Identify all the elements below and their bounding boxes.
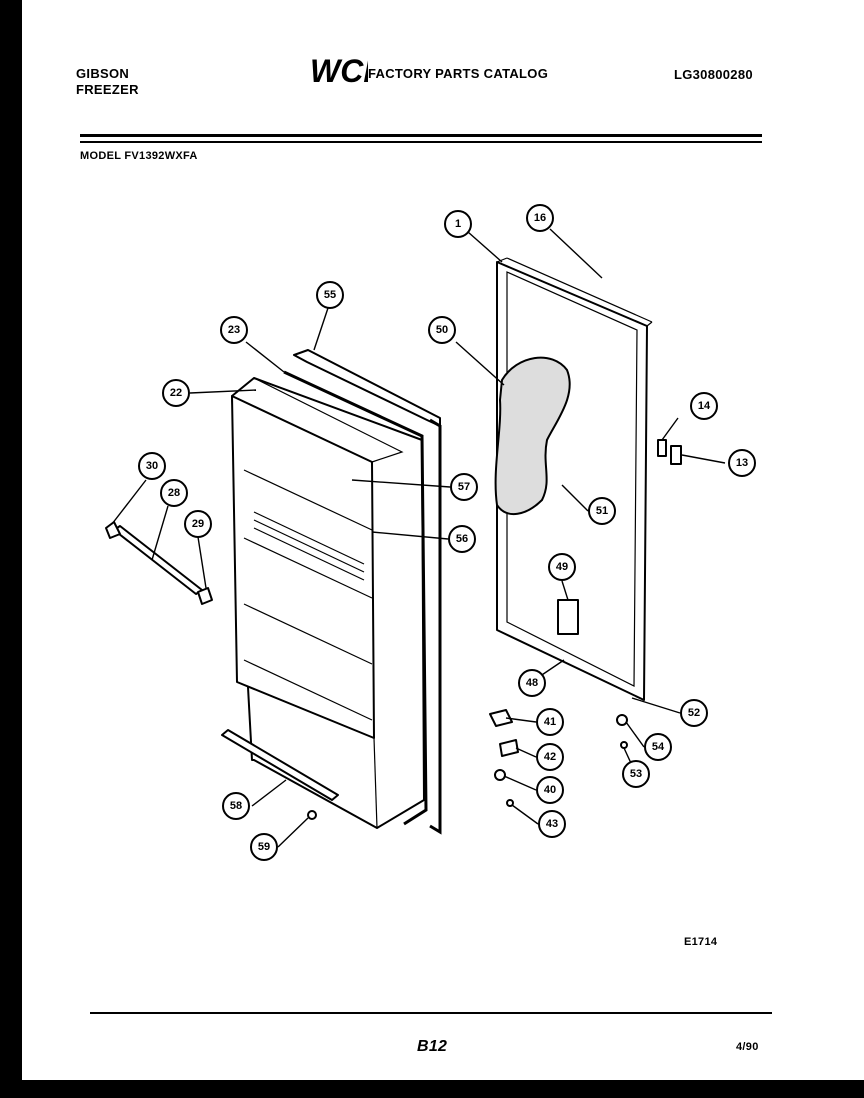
callout-56: 56 — [448, 525, 476, 553]
svg-text:28: 28 — [168, 487, 180, 499]
svg-text:40: 40 — [544, 784, 556, 796]
shelf-bracket-right — [197, 587, 213, 605]
parts-catalog-page: GIBSON FREEZER WCI FACTORY PARTS CATALOG… — [22, 0, 864, 1080]
callout-16: 16 — [526, 204, 554, 232]
callout-51: 51 — [588, 497, 616, 525]
svg-text:50: 50 — [436, 324, 448, 336]
callout-28: 28 — [160, 479, 188, 507]
shelf-bar — [113, 525, 203, 595]
handle-cap — [670, 445, 682, 465]
door-gasket — [283, 370, 428, 826]
handle-part — [657, 439, 667, 457]
footer-rule — [90, 1012, 772, 1014]
hinge-part-41 — [489, 709, 513, 727]
callout-52: 52 — [680, 699, 708, 727]
callout-59: 59 — [250, 833, 278, 861]
svg-text:13: 13 — [736, 457, 748, 469]
svg-text:30: 30 — [146, 460, 158, 472]
svg-text:53: 53 — [630, 768, 642, 780]
header-rule-top — [80, 134, 762, 137]
bushing-part-54 — [616, 714, 628, 726]
callout-23: 23 — [220, 316, 248, 344]
model-label: MODEL FV1392WXFA — [80, 150, 198, 162]
hinge-part-40 — [494, 769, 506, 781]
screw-part-53 — [620, 741, 628, 749]
logo-text: WCI — [310, 54, 368, 86]
callout-57: 57 — [450, 473, 478, 501]
callout-13: 13 — [728, 449, 756, 477]
figure-code: E1714 — [684, 936, 718, 948]
svg-text:56: 56 — [456, 533, 468, 545]
leader-lines — [111, 228, 726, 848]
bottom-trim-strip — [221, 729, 339, 801]
callout-29: 29 — [184, 510, 212, 538]
svg-text:23: 23 — [228, 324, 240, 336]
callout-50: 50 — [428, 316, 456, 344]
svg-text:49: 49 — [556, 561, 568, 573]
svg-text:48: 48 — [526, 677, 538, 689]
svg-text:58: 58 — [230, 800, 242, 812]
screw-part-59 — [307, 810, 317, 820]
svg-text:14: 14 — [698, 400, 711, 412]
svg-text:16: 16 — [534, 212, 546, 224]
callout-14: 14 — [690, 392, 718, 420]
hinge-part-42 — [499, 739, 519, 757]
svg-text:51: 51 — [596, 505, 608, 517]
page-number: B12 — [417, 1038, 448, 1055]
foam-insulation — [494, 356, 571, 515]
svg-text:42: 42 — [544, 751, 556, 763]
exploded-parts-diagram: 1 16 55 23 50 22 14 13 30 28 29 57 51 56… — [105, 204, 756, 861]
svg-text:41: 41 — [544, 716, 556, 728]
date-code: 4/90 — [736, 1041, 759, 1053]
svg-text:55: 55 — [324, 289, 336, 301]
brand-line-2: FREEZER — [76, 82, 139, 97]
brand-line-1: GIBSON — [76, 66, 130, 81]
screw-part-43 — [506, 799, 514, 807]
svg-text:1: 1 — [455, 218, 461, 230]
bracket-part-49 — [557, 599, 579, 635]
side-trim-strip — [429, 418, 442, 835]
callout-58: 58 — [222, 792, 250, 820]
catalog-reference: LG30800280 — [674, 67, 753, 82]
callout-48: 48 — [518, 669, 546, 697]
callout-40: 40 — [536, 776, 564, 804]
svg-text:29: 29 — [192, 518, 204, 530]
shelf-bracket-left — [105, 521, 121, 539]
callout-53: 53 — [622, 760, 650, 788]
callout-22: 22 — [162, 379, 190, 407]
svg-text:43: 43 — [546, 818, 558, 830]
callout-49: 49 — [548, 553, 576, 581]
catalog-title: FACTORY PARTS CATALOG — [368, 66, 549, 81]
svg-text:57: 57 — [458, 481, 470, 493]
wci-logo: WCI — [310, 54, 368, 86]
callout-30: 30 — [138, 452, 166, 480]
svg-text:52: 52 — [688, 707, 700, 719]
callout-55: 55 — [316, 281, 344, 309]
callout-42: 42 — [536, 743, 564, 771]
callout-54: 54 — [644, 733, 672, 761]
svg-text:59: 59 — [258, 841, 270, 853]
brand-label: GIBSON FREEZER — [76, 66, 139, 98]
svg-text:54: 54 — [652, 741, 665, 753]
door-liner — [231, 377, 425, 829]
header-rule-bottom — [80, 141, 762, 143]
callout-41: 41 — [536, 708, 564, 736]
svg-text:22: 22 — [170, 387, 182, 399]
callout-43: 43 — [538, 810, 566, 838]
callout-1: 1 — [444, 210, 472, 238]
